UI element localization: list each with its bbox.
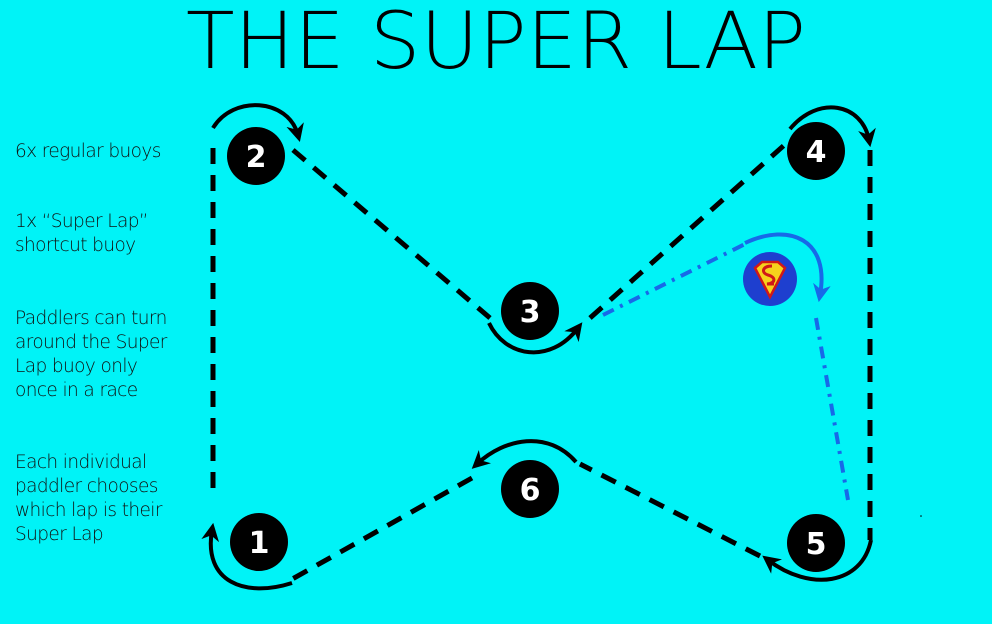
turn-arrow-1	[201, 522, 293, 591]
buoy-4: 4	[787, 122, 845, 180]
buoy-number: 3	[520, 295, 541, 330]
note-paddler-choice: Each individual paddler chooses which la…	[15, 451, 162, 547]
leg-6-to-1	[285, 475, 474, 585]
note-line: Super Lap	[15, 524, 104, 545]
stray-mark	[920, 515, 922, 517]
note-turn-rule: Paddlers can turn around the Super Lap b…	[15, 307, 167, 403]
buoy-3: 3	[501, 282, 559, 340]
note-line: Paddlers can turn	[15, 308, 167, 329]
shortcut-path	[602, 232, 850, 501]
buoy-1: 1	[230, 513, 288, 571]
super-lap-buoy	[743, 252, 797, 306]
shortcut-turn-arrow	[744, 232, 831, 303]
shortcut-leg-out	[814, 317, 850, 501]
note-line: shortcut buoy	[15, 235, 136, 256]
buoy-5: 5	[787, 514, 845, 572]
note-super-lap-buoy: 1x “Super Lap” shortcut buoy	[15, 210, 148, 258]
shortcut-leg-in	[602, 242, 746, 317]
leg-2-to-3	[291, 148, 492, 320]
turn-arrow-6	[471, 439, 578, 469]
leg-5-to-6	[578, 461, 762, 559]
course-legs	[210, 138, 873, 585]
buoy-number: 6	[520, 473, 541, 508]
superman-shield-icon	[753, 260, 787, 300]
turn-arrow-3	[487, 322, 583, 355]
turn-arrow-5	[762, 539, 873, 582]
note-line: paddler chooses	[15, 476, 158, 497]
buoy-number: 5	[806, 527, 827, 562]
note-line: once in a race	[15, 380, 138, 401]
note-line: Lap buoy only	[15, 356, 138, 377]
turn-arrow-4	[788, 105, 876, 148]
note-line: around the Super	[15, 332, 167, 353]
buoy-number: 2	[246, 140, 267, 175]
note-regular-buoys: 6x regular buoys	[15, 140, 161, 164]
note-line: Each individual	[15, 452, 147, 473]
note-line: 1x “Super Lap”	[15, 211, 148, 232]
note-line: 6x regular buoys	[15, 141, 161, 162]
buoy-number: 4	[806, 135, 827, 170]
turn-arrow-2	[211, 103, 304, 142]
note-line: which lap is their	[15, 500, 162, 521]
buoy-number: 1	[249, 526, 270, 561]
turn-arrows	[201, 103, 876, 591]
diagram-title: THE SUPER LAP	[185, 0, 807, 87]
buoy-6: 6	[501, 460, 559, 518]
buoy-2: 2	[227, 127, 285, 185]
leg-3-to-4	[588, 138, 792, 320]
